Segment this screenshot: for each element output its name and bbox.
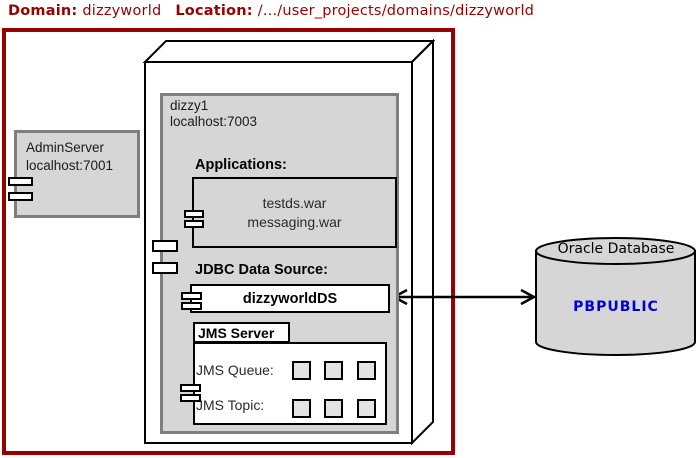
jdbc-label: JDBC Data Source:: [195, 262, 328, 278]
domain-label: Domain:: [8, 3, 78, 19]
jms-topic-label: JMS Topic:: [196, 397, 265, 413]
jms-server-title: JMS Server: [198, 324, 275, 341]
jms-topic-icon: [357, 399, 376, 418]
jms-server-tab: JMS Server: [193, 322, 290, 343]
applications-label: Applications:: [195, 157, 287, 173]
location-value: /.../user_projects/domains/dizzyworld: [257, 3, 535, 19]
application-war-file: messaging.war: [247, 213, 342, 230]
location-label: Location:: [175, 3, 253, 19]
component-icon: [8, 177, 33, 186]
jdbc-datasource-box: dizzyworldDS: [190, 284, 390, 313]
managed-server-name: dizzy1: [170, 98, 209, 113]
component-icon: [180, 384, 201, 392]
application-war-file: testds.war: [262, 195, 327, 212]
admin-server-box: AdminServer localhost:7001: [14, 130, 140, 218]
component-icon: [8, 192, 33, 201]
admin-server-name: AdminServer: [26, 140, 105, 155]
jms-server-box: [193, 342, 387, 425]
jms-queue-icon: [292, 361, 311, 380]
database-title: Oracle Database: [557, 241, 675, 257]
component-icon: [152, 240, 178, 252]
component-icon: [184, 220, 204, 228]
jdbc-datasource-name: dizzyworldDS: [242, 290, 338, 307]
component-icon: [181, 292, 202, 300]
managed-server-address: localhost:7003: [170, 114, 258, 129]
jms-queue-icon: [324, 361, 343, 380]
component-icon: [184, 210, 204, 218]
jms-topic-icon: [324, 399, 343, 418]
diagram-title: Domain:dizzyworld Location:/.../user_proj…: [8, 3, 534, 19]
admin-server-address: localhost:7001: [26, 157, 114, 173]
domain-boundary: [2, 28, 455, 455]
component-icon: [152, 262, 178, 274]
jms-queue-label: JMS Queue:: [196, 362, 274, 378]
domain-value: dizzyworld: [82, 3, 162, 19]
jms-topic-icon: [292, 399, 311, 418]
component-icon: [181, 302, 202, 310]
applications-box: testds.war messaging.war: [192, 177, 397, 248]
database-schema: PBPUBLIC: [573, 299, 659, 315]
component-icon: [180, 394, 201, 402]
jms-queue-icon: [357, 361, 376, 380]
